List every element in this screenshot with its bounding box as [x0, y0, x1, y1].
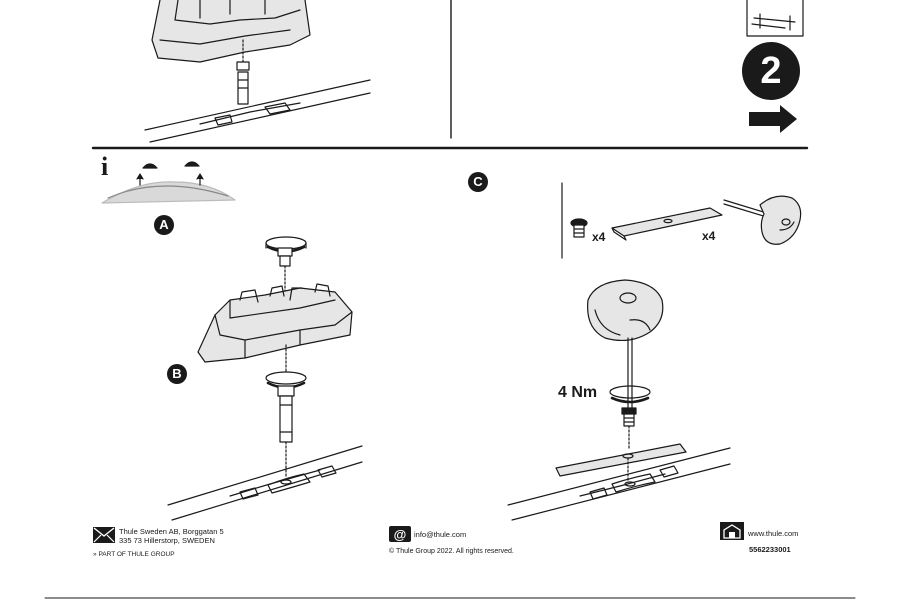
torque-key-part: [723, 195, 802, 245]
screw-part: [570, 218, 588, 238]
chevron-icon: »: [93, 551, 97, 558]
at-sign-icon: @: [389, 526, 411, 542]
info-symbol: i: [101, 152, 109, 181]
screw-quantity: x4: [592, 230, 606, 244]
email-address[interactable]: info@thule.com: [414, 530, 467, 539]
part-number: 5562233001: [749, 545, 791, 554]
envelope-icon: [93, 527, 115, 543]
torque-value: 4 Nm: [558, 384, 598, 401]
foot-assembly-drawing: [167, 236, 363, 521]
thule-group-line: » PART OF THULE GROUP: [93, 550, 175, 559]
copyright-text: © Thule Group 2022. All rights reserved.: [389, 548, 514, 555]
panel-label-b: B: [167, 364, 187, 384]
house-icon: [720, 522, 744, 540]
panel-label-a: A: [154, 215, 174, 235]
bar-icon-box: [746, 0, 804, 37]
company-address-line2: 335 73 Hillerstorp, SWEDEN: [119, 536, 215, 545]
roof-info-drawing: [101, 161, 236, 204]
company-address-line1: Thule Sweden AB, Borggatan 5: [119, 527, 224, 536]
torque-key-drawing: [507, 279, 731, 521]
top-foot-drawing: [144, 0, 371, 143]
svg-text:@: @: [394, 527, 407, 542]
group-label: PART OF THULE GROUP: [98, 551, 175, 558]
right-arrow-icon: [749, 105, 797, 133]
step-number: 2: [742, 42, 800, 100]
website-link[interactable]: www.thule.com: [748, 529, 799, 538]
plate-quantity: x4: [702, 229, 716, 243]
plate-part: [611, 207, 723, 241]
panel-label-c: C: [468, 172, 488, 192]
